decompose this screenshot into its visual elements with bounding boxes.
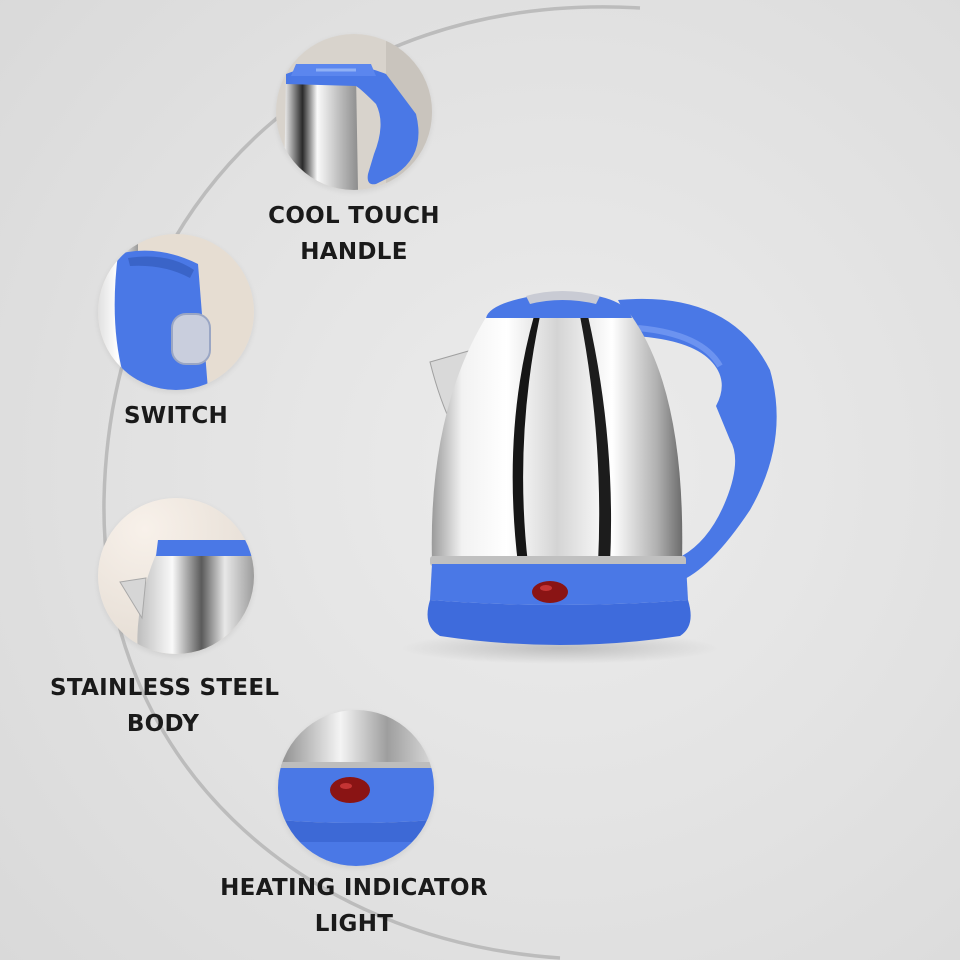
feature-label-body: STAINLESS STEEL BODY	[50, 670, 280, 742]
handle-closeup-image	[276, 34, 432, 190]
indicator-closeup-image	[278, 710, 434, 866]
switch-closeup-image	[98, 234, 254, 390]
body-closeup-image	[98, 498, 254, 654]
feature-label-switch-line1: SWITCH	[123, 403, 229, 429]
feature-label-body-line1: STAINLESS STEEL	[50, 675, 280, 701]
feature-label-handle-line2: HANDLE	[300, 239, 408, 265]
feature-label-indicator: HEATING INDICATOR LIGHT	[214, 870, 494, 942]
feature-label-indicator-line1: HEATING INDICATOR	[220, 875, 488, 901]
feature-label-body-line2: BODY	[126, 711, 200, 737]
feature-label-handle-line1: COOL TOUCH	[268, 203, 440, 229]
electric-kettle-image	[400, 291, 777, 664]
feature-label-indicator-line2: LIGHT	[314, 911, 394, 937]
feature-label-handle: COOL TOUCH HANDLE	[234, 198, 474, 270]
feature-label-switch: SWITCH	[76, 398, 276, 434]
